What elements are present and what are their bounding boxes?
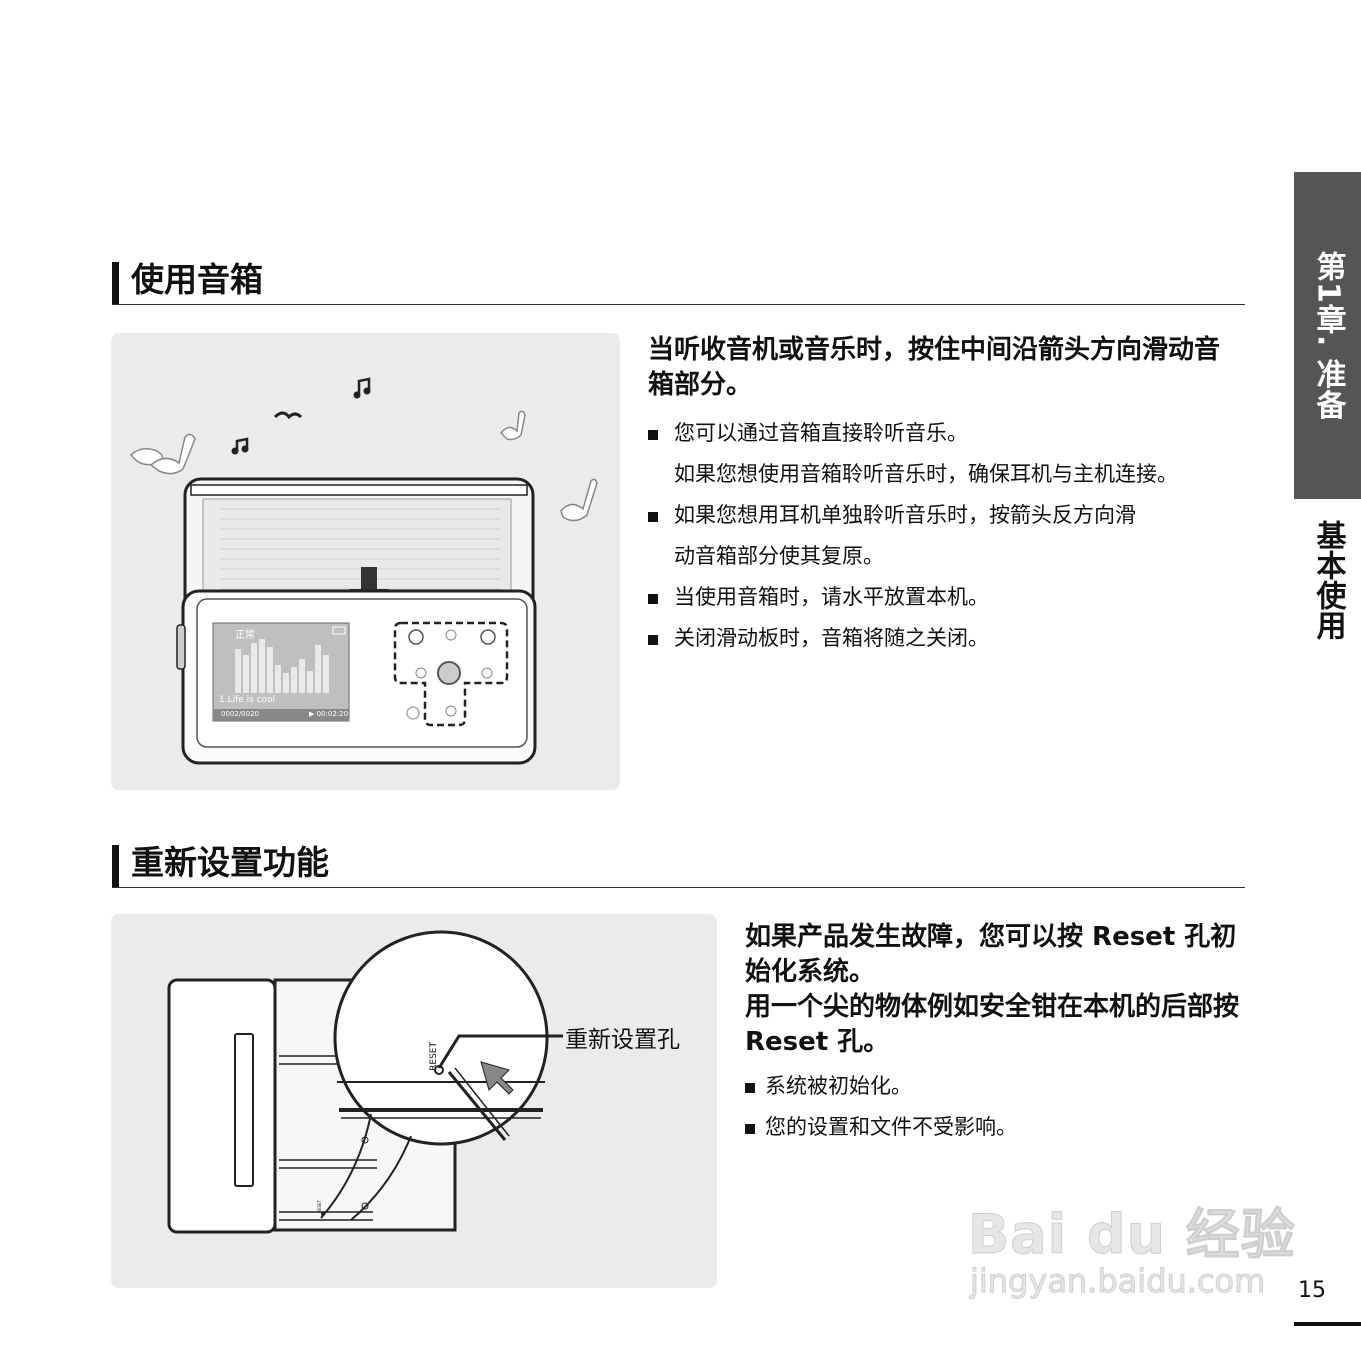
list-item: 当使用音箱时，请水平放置本机。: [648, 577, 1238, 618]
speaker-bullet-list: 您可以通过音箱直接聆听音乐。 如果您想使用音箱聆听音乐时，确保耳机与主机连接。 …: [648, 413, 1238, 659]
section-heading-reset: 重新设置功能: [112, 843, 1245, 888]
subsection-label: 基本使用: [1310, 520, 1346, 640]
list-item-continuation: 如果您想使用音箱聆听音乐时，确保耳机与主机连接。: [674, 462, 1178, 486]
reset-label: RESET: [429, 1042, 439, 1071]
section-title: 重新设置功能: [131, 843, 329, 882]
reset-illustration: [167, 930, 563, 1234]
reset-lead-text-2: 用一个尖的物体例如安全钳在本机的后部按 Reset 孔。: [745, 992, 1240, 1057]
control-pad-outline: [393, 621, 509, 727]
small-reset-label: RESET: [317, 1200, 322, 1213]
screen-mode: 正常: [235, 630, 255, 641]
section-title: 使用音箱: [131, 260, 263, 299]
reset-instructions: 如果产品发生故障，您可以按 Reset 孔初始化系统。 用一个尖的物体例如安全钳…: [745, 920, 1245, 1148]
speaker-lead-text: 当听收音机或音乐时，按住中间沿箭头方向滑动音箱部分。: [648, 335, 1221, 400]
speaker-illustration: [129, 377, 598, 765]
screen-counter: 0002/0020: [221, 710, 259, 718]
heading-bar: [112, 845, 119, 887]
heading-bar: [112, 262, 119, 304]
screen-time: ▶ 00:02:20: [309, 710, 349, 718]
screen-track-title: 1.Life is cool: [219, 695, 276, 705]
list-item: 关闭滑动板时，音箱将随之关闭。: [648, 618, 1238, 659]
baidu-watermark-url: jingyan.baidu.com: [969, 1262, 1266, 1301]
list-item: 系统被初始化。: [745, 1066, 1245, 1107]
reset-bullet-list: 系统被初始化。 您的设置和文件不受影响。: [745, 1066, 1245, 1148]
list-item: 您的设置和文件不受影响。: [745, 1107, 1245, 1148]
page-number-rule: [1294, 1322, 1361, 1326]
chapter-tab: 第1章. 准备: [1294, 172, 1361, 499]
reset-lead-text-1: 如果产品发生故障，您可以按 Reset 孔初始化系统。: [745, 922, 1237, 987]
speaker-instructions: 当听收音机或音乐时，按住中间沿箭头方向滑动音箱部分。 您可以通过音箱直接聆听音乐…: [648, 333, 1238, 659]
section-heading-speaker: 使用音箱: [112, 260, 1245, 305]
list-item: 如果您想用耳机单独聆听音乐时，按箭头反方向滑: [648, 495, 1238, 536]
chapter-tab-label: 第1章. 准备: [1310, 250, 1346, 421]
list-item: 您可以通过音箱直接聆听音乐。: [648, 413, 1238, 454]
page-number: 15: [1298, 1278, 1326, 1303]
reset-hole-callout: 重新设置孔: [565, 1027, 680, 1053]
list-item-continuation: 动音箱部分使其复原。: [674, 544, 884, 568]
baidu-watermark-logo: Bai du 经验: [968, 1203, 1296, 1267]
speaker-illustration-panel: 正常 1.Life is cool 0002/0020 ▶ 00:02:20: [111, 333, 620, 790]
press-arrow: [480, 1061, 514, 1095]
reset-illustration-panel: RESET RESET 重新设置孔: [111, 914, 717, 1288]
music-notes: [231, 377, 371, 455]
